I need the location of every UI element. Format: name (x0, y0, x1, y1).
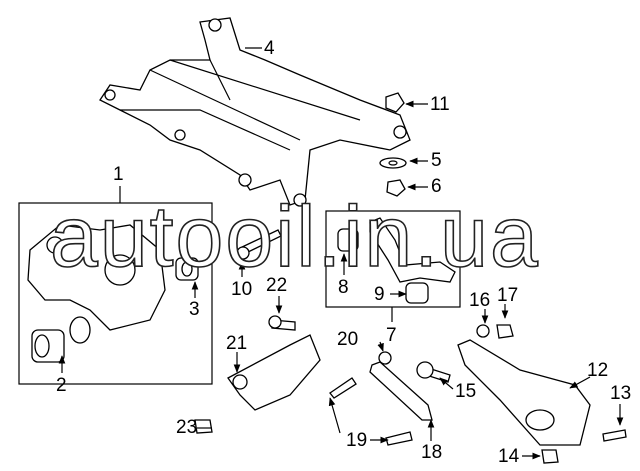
callout-5: 5 (431, 150, 442, 171)
callout-11: 11 (430, 94, 450, 115)
callout-14: 14 (498, 446, 520, 467)
upper-arm (337, 217, 456, 304)
callout-19: 19 (346, 430, 368, 451)
upper-arm-group-box (325, 210, 461, 308)
callout-21: 21 (226, 333, 248, 354)
callout-18: 18 (421, 442, 443, 463)
callout-22: 22 (266, 275, 288, 296)
callout-13: 13 (610, 383, 632, 404)
callout-17: 17 (497, 285, 519, 306)
callout-9: 9 (374, 284, 385, 305)
callout-20: 20 (337, 329, 359, 350)
callout-3: 3 (189, 299, 200, 320)
leader-lines (58, 47, 624, 460)
callout-8: 8 (338, 277, 349, 298)
callout-2: 2 (56, 375, 67, 396)
callout-4: 4 (264, 38, 275, 59)
trailing-arm (227, 334, 321, 411)
callout-1: 1 (113, 164, 124, 185)
callout-6: 6 (431, 176, 442, 197)
knuckle-group-box (18, 202, 213, 385)
callout-16: 16 (469, 290, 491, 311)
callout-10: 10 (231, 279, 253, 300)
callout-15: 15 (455, 381, 477, 402)
callout-7-label: 7 (386, 325, 397, 346)
callout-12: 12 (587, 360, 609, 381)
callout-23: 23 (176, 417, 198, 438)
knuckle (27, 224, 199, 363)
watermark: autooil.in.ua (49, 189, 540, 285)
lower-control-arm (457, 339, 591, 446)
crossmember (99, 17, 411, 207)
